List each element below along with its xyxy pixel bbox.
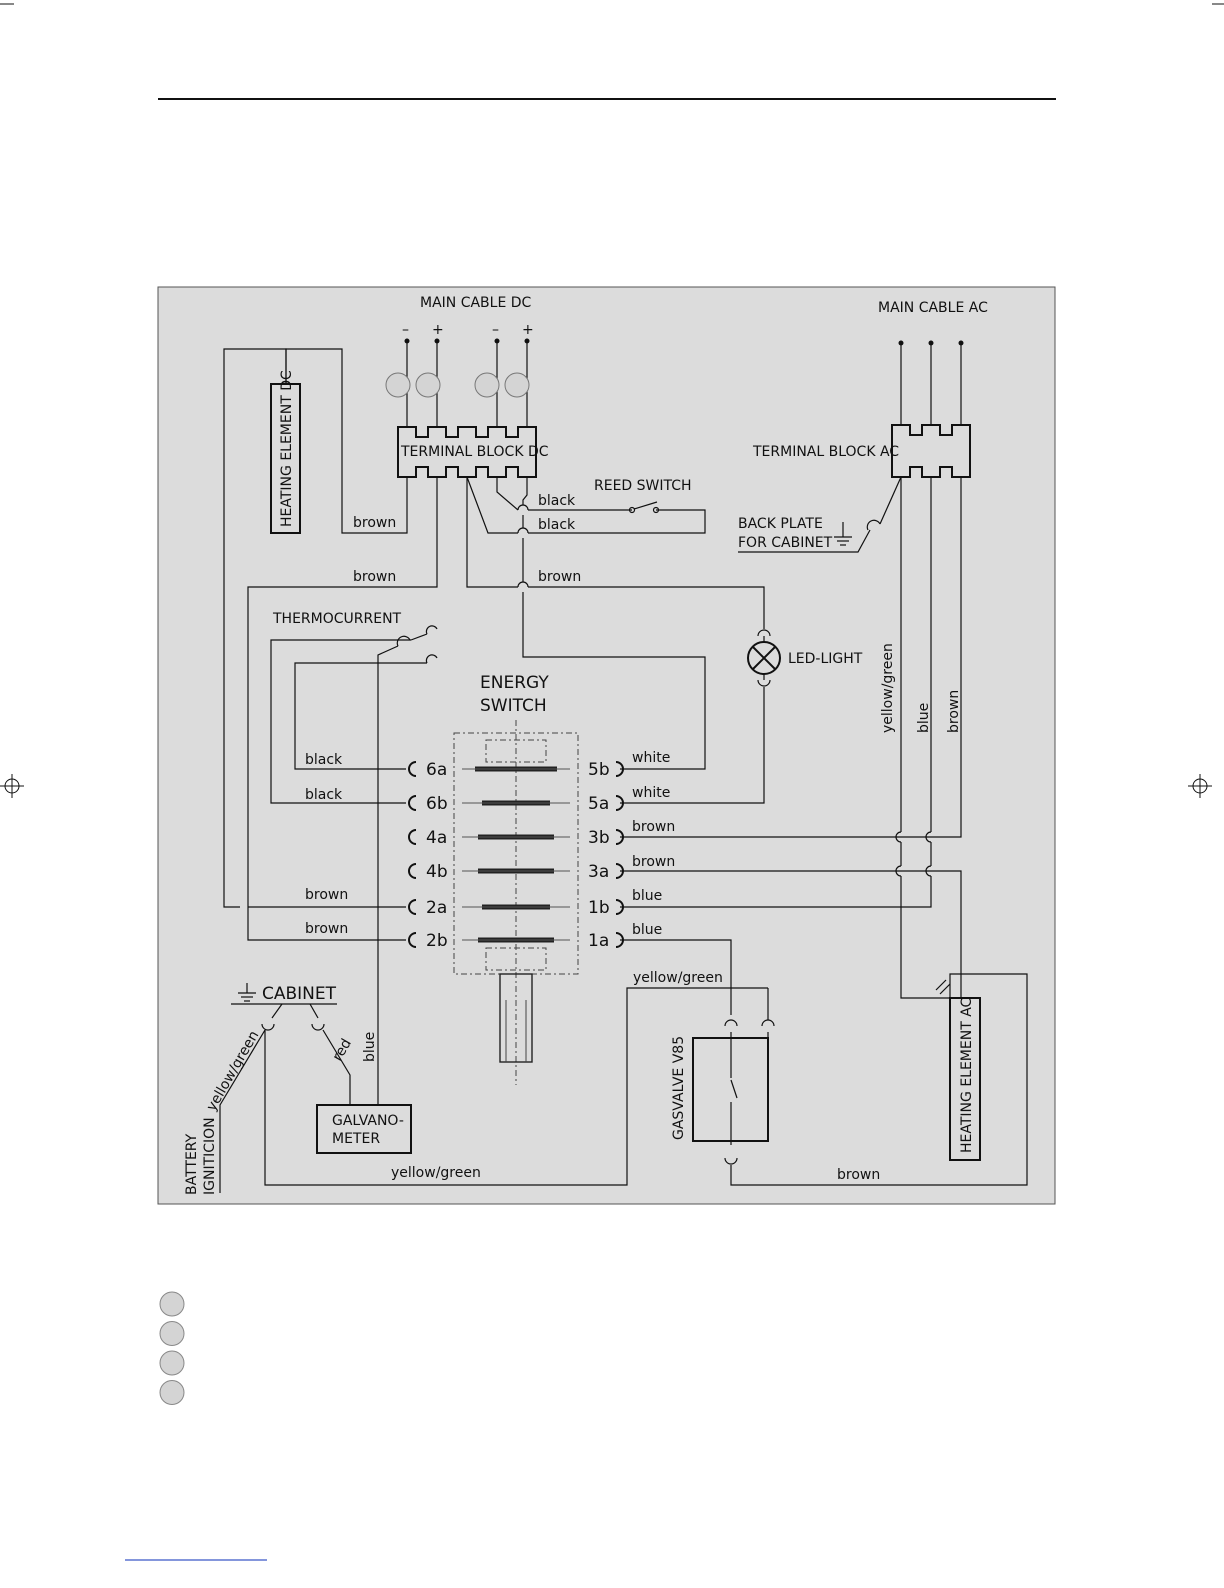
- wires-ac: [620, 476, 1028, 1186]
- led-light-icon: [620, 629, 781, 804]
- reed-switch-label: REED SWITCH: [594, 478, 692, 494]
- switch-contacts: [462, 766, 570, 943]
- galvanometer: [316, 1104, 412, 1154]
- legend-markers: [159, 1291, 185, 1405]
- terminal-4a-socket: [408, 829, 417, 845]
- terminal-block-ac-label: TERMINAL BLOCK AC: [752, 444, 899, 460]
- led-light-label: LED-LIGHT: [788, 651, 863, 667]
- heating-element-dc-label: HEATING ELEMENT DC: [279, 370, 295, 527]
- wire-black-6b-label: black: [305, 787, 343, 803]
- terminal-block-ac: [891, 424, 971, 478]
- dc-plus-1: +: [432, 322, 444, 338]
- wires-dc: [223, 348, 765, 941]
- back-plate-label-1: BACK PLATE: [738, 516, 823, 532]
- wire-brown-led-label: brown: [538, 569, 581, 585]
- crop-marks: [0, 3, 1224, 798]
- terminal-6a: 6a: [426, 760, 447, 780]
- gas-valve-label: GASVALVE V85: [671, 1036, 687, 1140]
- wire-white-5b-label: white: [632, 750, 670, 766]
- terminal-block-dc: [397, 426, 537, 478]
- legend-marker-1: [159, 1291, 185, 1317]
- wires-gas: [264, 939, 775, 1186]
- wire-brown-vertical-label: brown: [946, 690, 962, 733]
- wire-blue-1a-label: blue: [632, 922, 662, 938]
- back-plate-ground-icon: [834, 522, 852, 546]
- terminal-2b-socket: [408, 932, 417, 948]
- legend-marker-4: [159, 1380, 185, 1405]
- dc-minus-2: –: [492, 322, 499, 338]
- ac-cable-leads: [898, 340, 964, 425]
- terminal-2b: 2b: [426, 931, 448, 951]
- energy-switch-label-1: ENERGY: [480, 673, 549, 693]
- energy-switch: [453, 720, 579, 1085]
- wire-black-6a-label: black: [305, 752, 343, 768]
- wires-cabinet: [219, 1003, 351, 1193]
- wire-brown-bottom-label: brown: [837, 1167, 880, 1183]
- galvanometer-label-1: GALVANO-: [332, 1113, 404, 1129]
- wire-brown-3b-label: brown: [632, 819, 675, 835]
- legend-marker-3: [159, 1350, 185, 1376]
- terminal-3a: 3a: [588, 862, 609, 882]
- wire-brown-left-label: brown: [353, 569, 396, 585]
- dc-plus-2: +: [522, 322, 534, 338]
- terminal-4b: 4b: [426, 862, 448, 882]
- terminal-5a-socket: [615, 795, 624, 811]
- terminal-4b-socket: [408, 863, 417, 879]
- wire-black-reed1-label: black: [538, 493, 576, 509]
- wire-brown-3a-label: brown: [632, 854, 675, 870]
- energy-switch-label-2: SWITCH: [480, 696, 547, 716]
- terminal-3a-socket: [615, 863, 624, 879]
- wire-yg-gas-label: yellow/green: [633, 970, 723, 986]
- terminal-6b: 6b: [426, 794, 448, 814]
- terminal-1b-socket: [615, 899, 624, 915]
- wire-brown-2b-label: brown: [305, 921, 348, 937]
- wire-blue-vertical-label: blue: [916, 703, 932, 733]
- terminal-labels: 6a 6b 4a 4b 2a 2b 5b 5a 3b 3a 1b 1a: [408, 760, 624, 951]
- terminal-2a-socket: [408, 899, 417, 915]
- terminal-1a: 1a: [588, 931, 609, 951]
- gas-valve: [692, 1037, 769, 1142]
- galvanometer-label-2: METER: [332, 1131, 380, 1147]
- terminal-4a: 4a: [426, 828, 447, 848]
- wire-white-5a-label: white: [632, 785, 670, 801]
- dc-fuse-markers: [385, 372, 530, 398]
- main-cable-ac-label: MAIN CABLE AC: [878, 300, 988, 316]
- terminal-5b: 5b: [588, 760, 610, 780]
- wire-blue-1b-label: blue: [632, 888, 662, 904]
- heating-element-ac-label: HEATING ELEMENT AC: [959, 997, 975, 1153]
- terminal-3b-socket: [615, 829, 624, 845]
- terminal-1b: 1b: [588, 898, 610, 918]
- wire-yg-vertical-label: yellow/green: [880, 643, 896, 733]
- battery-label-1: BATTERY: [184, 1133, 200, 1195]
- terminal-3b: 3b: [588, 828, 610, 848]
- wire-black-reed2-label: black: [538, 517, 576, 533]
- wire-yg-bottom-label: yellow/green: [391, 1165, 481, 1181]
- cabinet-label: CABINET: [262, 984, 337, 1004]
- back-plate-label-2: FOR CABINET: [738, 535, 833, 551]
- legend-marker-2: [159, 1321, 185, 1346]
- terminal-block-dc-label: TERMINAL BLOCK DC: [400, 444, 549, 460]
- wire-brown-2a-label: brown: [305, 887, 348, 903]
- thermocurrent-label: THERMOCURRENT: [272, 611, 402, 627]
- wires-thermo: [270, 625, 438, 1105]
- terminal-6a-socket: [408, 761, 417, 777]
- wire-blue-galv-label: blue: [362, 1032, 378, 1062]
- dc-minus-1: –: [402, 322, 409, 338]
- battery-label-2: IGNITICION: [202, 1117, 218, 1195]
- terminal-2a: 2a: [426, 898, 447, 918]
- wire-brown-hdc-label: brown: [353, 515, 396, 531]
- diagram-panel: [157, 286, 1056, 1205]
- cabinet-ground-icon: [231, 983, 337, 1005]
- heating-element-ac: [949, 997, 981, 1161]
- terminal-6b-socket: [408, 795, 417, 811]
- ac-ground-mark-icon: [935, 979, 951, 995]
- main-cable-dc-label: MAIN CABLE DC: [420, 295, 532, 311]
- terminal-5a: 5a: [588, 794, 609, 814]
- terminal-5b-socket: [615, 761, 624, 777]
